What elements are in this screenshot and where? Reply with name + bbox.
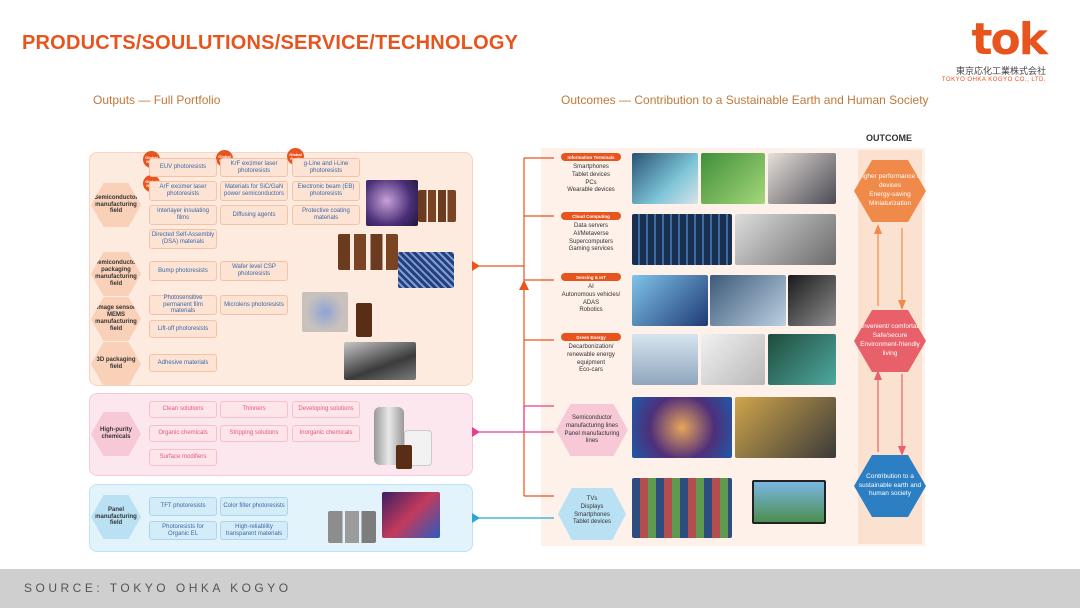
wafer-image (366, 180, 418, 226)
category-list-green: Decarbonization/ renewable energy equipm… (567, 344, 615, 374)
curved-tv-photo (752, 480, 826, 524)
portfolio-diagram: Semiconductor manufacturing field Semico… (89, 133, 926, 552)
semiconductor-lines-hex (556, 404, 628, 456)
product-diffusing: Diffusing agents (220, 205, 288, 225)
logo-english-name: TOKYO OHKA KOGYO CO., LTD. (941, 77, 1046, 83)
product-surface: Surface modifiers (149, 449, 217, 466)
category-tag-info: Information Terminals (561, 153, 621, 161)
product-organic-el: Photoresists for Organic EL (149, 521, 217, 540)
source-note: SOURCE: TOKYO OHKA KOGYO (24, 581, 292, 595)
wafer-photo (632, 397, 732, 458)
product-stripping: Stripping solutions (220, 425, 288, 442)
image-sensor-image (302, 292, 348, 332)
chip-photo (735, 397, 836, 458)
outcome-middle-hex: Convenient/ comfortable Safe/secure Envi… (854, 310, 926, 372)
product-clean: Clean solutions (149, 401, 217, 418)
circuit-image (398, 252, 454, 288)
category-list-sensing: AI Autonomous vehicles/ ADAS Robotics (561, 284, 621, 314)
outputs-subtitle: Outputs — Full Portfolio (93, 93, 221, 107)
product-liftoff: Lift-off photoresists (149, 320, 217, 338)
resist-bottles-image (418, 190, 456, 222)
product-organic: Organic chemicals (149, 425, 217, 442)
sensor-bottle-image (356, 303, 372, 337)
tablet-photo (701, 153, 765, 204)
field-high-purity: High-purity chemicals (91, 412, 141, 456)
eco-car-photo (768, 334, 836, 385)
bottle-image (396, 445, 412, 469)
flexible-display-image (382, 492, 440, 538)
product-colorfilter: Color filter photoresists (220, 497, 288, 516)
category-list-info: Smartphones Tablet devices PCs Wearable … (567, 164, 615, 194)
outcome-label: OUTCOME (866, 133, 912, 143)
3d-package-image (344, 342, 416, 380)
product-bump: Bump photoresists (149, 261, 217, 281)
field-image-sensor: Image sensor MEMS manufacturing field (91, 297, 141, 341)
outcome-arrows (874, 224, 906, 456)
product-inorganic: Inorganic chemicals (292, 425, 360, 442)
product-krf: KrF excimer laser photoresists (220, 158, 288, 177)
product-euv: EUV photoresists (149, 158, 217, 177)
outcomes-subtitle: Outcomes — Contribution to a Sustainable… (561, 93, 929, 107)
product-arf: ArF excimer laser photoresists (149, 181, 217, 201)
footer-bar: SOURCE: TOKYO OHKA KOGYO (0, 569, 1080, 608)
product-highrel: High-reliability transparent materials (220, 521, 288, 540)
category-list-cloud: Data servers AI/Metaverse Supercomputers… (568, 223, 614, 253)
laptop-photo (768, 153, 836, 204)
vr-headset-photo (735, 214, 836, 265)
product-interlayer: Interlayer insulating films (149, 205, 217, 225)
product-eb: Electronic beam (EB) photoresists (292, 181, 360, 201)
robotics-photo (788, 275, 836, 326)
product-wlcsp: Wafer level CSP photoresists (220, 261, 288, 281)
chemical-bottles-image (338, 234, 398, 270)
tv-wall-photo (632, 478, 732, 538)
company-logo: tok 東京応化工業株式会社 TOKYO OHKA KOGYO CO., LTD… (936, 14, 1048, 84)
outcome-bottom-hex: Contribution to a sustainable earth and … (854, 455, 926, 517)
ai-photo (632, 275, 708, 326)
category-tag-sensing: Sensing & IoT (561, 273, 621, 281)
product-developing: Developing solutions (292, 401, 360, 418)
category-tag-green: Green Energy (561, 333, 621, 341)
field-packaging: Semiconductor packaging manufacturing fi… (91, 252, 141, 296)
product-adhesive: Adhesive materials (149, 354, 217, 372)
logo-wordmark: tok (971, 14, 1048, 65)
semiconductor-lines-text: Semiconductor manufacturing lines Panel … (564, 415, 620, 445)
category-tag-cloud: Cloud Computing (561, 212, 621, 220)
flow-arrows (472, 157, 554, 523)
product-microlens: Microlens photoresists (220, 295, 288, 315)
field-3d-packaging: 3D packaging field (91, 342, 141, 386)
appliances-photo (701, 334, 765, 385)
product-gline: g-Line and i-Line photoresists (292, 158, 360, 177)
panel-canisters-image (328, 511, 376, 543)
product-thinners: Thinners (220, 401, 288, 418)
product-tft: TFT photoresists (149, 497, 217, 516)
data-center-photo (632, 214, 732, 265)
wind-turbine-photo (632, 334, 698, 385)
logo-japanese-name: 東京応化工業株式会社 (955, 66, 1046, 76)
product-protective: Protective coating materials (292, 205, 360, 225)
product-sic: Materials for SiC/GaN power semiconducto… (220, 181, 288, 201)
product-dsa: Directed Self-Assembly (DSA) materials (149, 229, 217, 249)
product-photosensitive: Photosensitive permanent film materials (149, 295, 217, 315)
autonomous-car-photo (710, 275, 786, 326)
smartwatch-photo (632, 153, 698, 204)
panel-devices-hex (558, 488, 626, 540)
page-title: PRODUCTS/SOULUTIONS/SERVICE/TECHNOLOGY (22, 32, 519, 54)
panel-devices-text: TVs Displays Smartphones Tablet devices (572, 496, 612, 526)
